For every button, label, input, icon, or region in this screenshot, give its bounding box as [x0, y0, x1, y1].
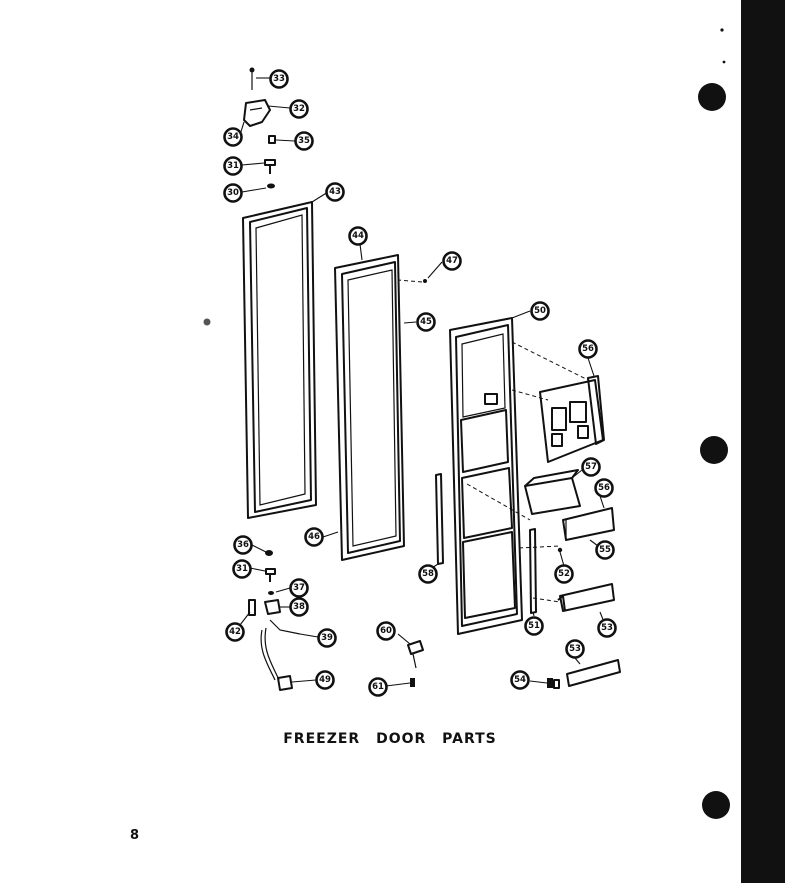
svg-text:53: 53: [569, 644, 581, 654]
svg-text:31: 31: [227, 161, 239, 171]
clip: [547, 678, 560, 689]
callout-34: 34: [223, 127, 243, 147]
callout-47: 47: [442, 251, 462, 271]
callout-38: 38: [289, 597, 309, 617]
svg-text:55: 55: [599, 545, 611, 555]
svg-text:46: 46: [308, 532, 320, 542]
vertical-bar: [529, 528, 537, 614]
punch-hole: [702, 791, 730, 819]
svg-text:56: 56: [582, 344, 594, 354]
door-gasket: [242, 201, 317, 519]
callout-49: 49: [315, 670, 335, 690]
callout-42: 42: [225, 622, 245, 642]
binding-strip: [741, 0, 785, 883]
callout-43: 43: [325, 182, 345, 202]
callout-55: 55: [595, 540, 615, 560]
callout-33: 33: [269, 69, 289, 89]
svg-text:49: 49: [319, 675, 331, 685]
lower-trim-bar: [566, 659, 621, 687]
callout-31: 31: [223, 156, 243, 176]
callout-31-lower: 31: [232, 559, 252, 579]
hinge-bracket: [243, 99, 271, 127]
svg-text:31: 31: [236, 564, 248, 574]
svg-text:42: 42: [229, 627, 241, 637]
svg-text:54: 54: [514, 675, 526, 685]
svg-text:51: 51: [528, 621, 540, 631]
svg-text:52: 52: [558, 569, 570, 579]
wire-harness: [260, 619, 301, 691]
svg-text:45: 45: [420, 317, 432, 327]
ice-tray: [524, 469, 581, 515]
callout-50: 50: [530, 301, 550, 321]
diagram-title: FREEZER DOOR PARTS: [283, 731, 497, 747]
svg-text:47: 47: [446, 256, 458, 266]
callout-53-trim: 53: [565, 639, 585, 659]
trim-strip: [435, 473, 444, 565]
svg-text:53: 53: [601, 623, 613, 633]
svg-text:58: 58: [422, 569, 434, 579]
svg-text:34: 34: [227, 132, 239, 142]
callout-36: 36: [233, 535, 253, 555]
svg-text:56: 56: [598, 483, 610, 493]
drip-bracket: [562, 507, 615, 541]
callout-35: 35: [294, 131, 314, 151]
svg-text:32: 32: [293, 104, 305, 114]
dispenser-housing: [539, 375, 605, 463]
callout-32: 32: [289, 99, 309, 119]
callout-44: 44: [348, 226, 368, 246]
lower-hinge-screw: [265, 568, 276, 582]
callout-37: 37: [289, 578, 309, 598]
svg-text:38: 38: [293, 602, 305, 612]
svg-text:44: 44: [352, 231, 364, 241]
svg-text:30: 30: [227, 188, 239, 198]
punch-hole: [698, 83, 726, 111]
svg-text:43: 43: [329, 187, 341, 197]
callout-58: 58: [418, 564, 438, 584]
door-handle: [557, 583, 615, 612]
callout-54: 54: [510, 670, 530, 690]
page-number: 8: [130, 828, 140, 843]
hinge-screw: [264, 159, 276, 174]
bushing-part: [407, 640, 424, 669]
svg-text:35: 35: [298, 136, 310, 146]
svg-text:33: 33: [273, 74, 285, 84]
screw-part: [410, 678, 415, 687]
callout-30: 30: [223, 183, 243, 203]
callout-56-lower: 56: [594, 478, 614, 498]
svg-text:50: 50: [534, 306, 546, 316]
washer: [267, 183, 275, 189]
callout-51: 51: [524, 616, 544, 636]
callout-60: 60: [376, 621, 396, 641]
callout-52: 52: [554, 564, 574, 584]
lower-hinge: [264, 599, 281, 615]
dispenser-door-frame: [449, 317, 523, 635]
svg-text:60: 60: [380, 626, 392, 636]
callout-61: 61: [368, 677, 388, 697]
svg-text:61: 61: [372, 682, 384, 692]
callout-56-top: 56: [578, 339, 598, 359]
hinge-plate: [248, 599, 256, 616]
svg-text:39: 39: [321, 633, 333, 643]
svg-text:37: 37: [293, 583, 305, 593]
hinge-bushing: [268, 135, 276, 144]
callout-53-handle: 53: [597, 618, 617, 638]
callout-57: 57: [581, 457, 601, 477]
hinge-pin: [249, 67, 255, 90]
svg-text:36: 36: [237, 540, 249, 550]
callout-45: 45: [416, 312, 436, 332]
door-liner: [334, 254, 405, 561]
callout-39: 39: [317, 628, 337, 648]
svg-text:57: 57: [585, 462, 597, 472]
punch-hole: [700, 436, 728, 464]
callout-46: 46: [304, 527, 324, 547]
